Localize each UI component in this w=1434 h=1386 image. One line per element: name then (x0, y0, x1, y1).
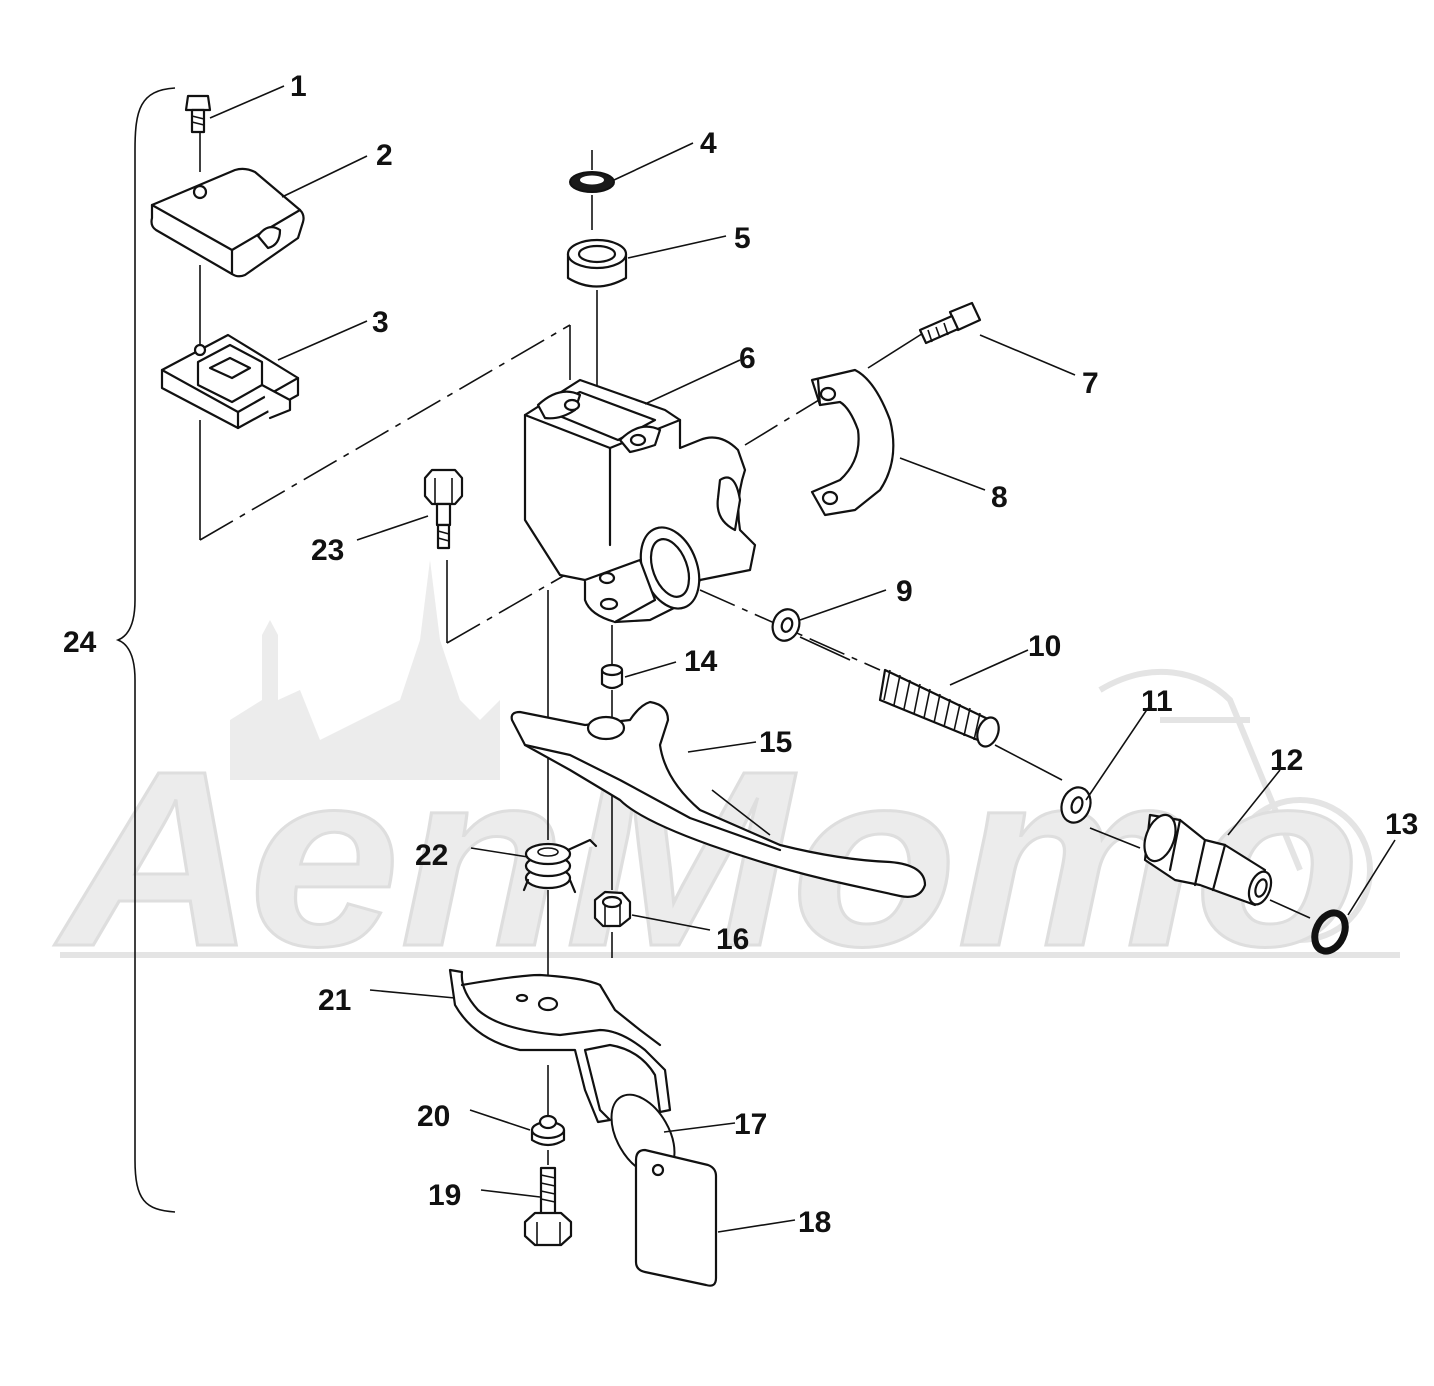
callout-16: 16 (716, 923, 749, 956)
assembly-brace (115, 87, 176, 1213)
callout-19: 19 (428, 1179, 461, 1212)
callout-24: 24 (63, 626, 97, 659)
callout-17: 17 (734, 1108, 767, 1141)
part-15-lever (510, 700, 927, 898)
callout-4: 4 (700, 127, 717, 160)
part-3-diaphragm (160, 333, 300, 430)
part-7-bolt (918, 301, 982, 345)
part-8-clamp (810, 368, 895, 517)
callout-2: 2 (376, 139, 393, 172)
part-13-o-ring (1311, 909, 1349, 955)
assembly-lines (199, 324, 881, 671)
callout-7: 7 (1082, 367, 1099, 400)
part-14-bushing (600, 663, 624, 690)
part-23-bolt (423, 468, 464, 550)
callout-12: 12 (1270, 744, 1303, 777)
watermark: АеnМото (52, 560, 1400, 1000)
part-1-screw (184, 94, 212, 134)
part-20-spacer (530, 1114, 566, 1147)
part-5-bushing (566, 238, 628, 288)
callout-13: 13 (1385, 808, 1418, 841)
callouts: 1 2 3 4 5 6 7 8 9 10 11 12 13 14 15 16 1… (63, 70, 1418, 1239)
callout-21: 21 (318, 984, 351, 1017)
part-11-washer (1060, 786, 1092, 824)
part-6-master-cylinder (523, 378, 757, 624)
part-16-nut (593, 890, 632, 928)
callout-8: 8 (991, 481, 1008, 514)
callout-3: 3 (372, 306, 389, 339)
callout-1: 1 (290, 70, 307, 103)
leader-lines (209, 85, 1396, 1233)
callout-22: 22 (415, 839, 448, 872)
part-18-tag (634, 1148, 718, 1287)
callout-11: 11 (1141, 685, 1173, 718)
part-12-boot (1143, 813, 1273, 907)
callout-9: 9 (896, 575, 913, 608)
part-10-spring (878, 668, 1000, 748)
part-19-bolt (523, 1166, 573, 1247)
callout-6: 6 (739, 342, 756, 375)
callout-18: 18 (798, 1206, 831, 1239)
callout-10: 10 (1028, 630, 1061, 663)
part-9-washer (771, 608, 801, 642)
part-4-washer (569, 171, 615, 193)
callout-15: 15 (759, 726, 792, 759)
part-2-cover (150, 167, 305, 278)
callout-20: 20 (417, 1100, 450, 1133)
callout-23: 23 (311, 534, 344, 567)
axis-lines (199, 128, 1311, 1165)
part-21-bracket (448, 968, 672, 1124)
part-22-spring (522, 838, 598, 894)
callout-14: 14 (684, 645, 718, 678)
watermark-text: АеnМото (53, 719, 1360, 998)
callout-5: 5 (734, 222, 751, 255)
